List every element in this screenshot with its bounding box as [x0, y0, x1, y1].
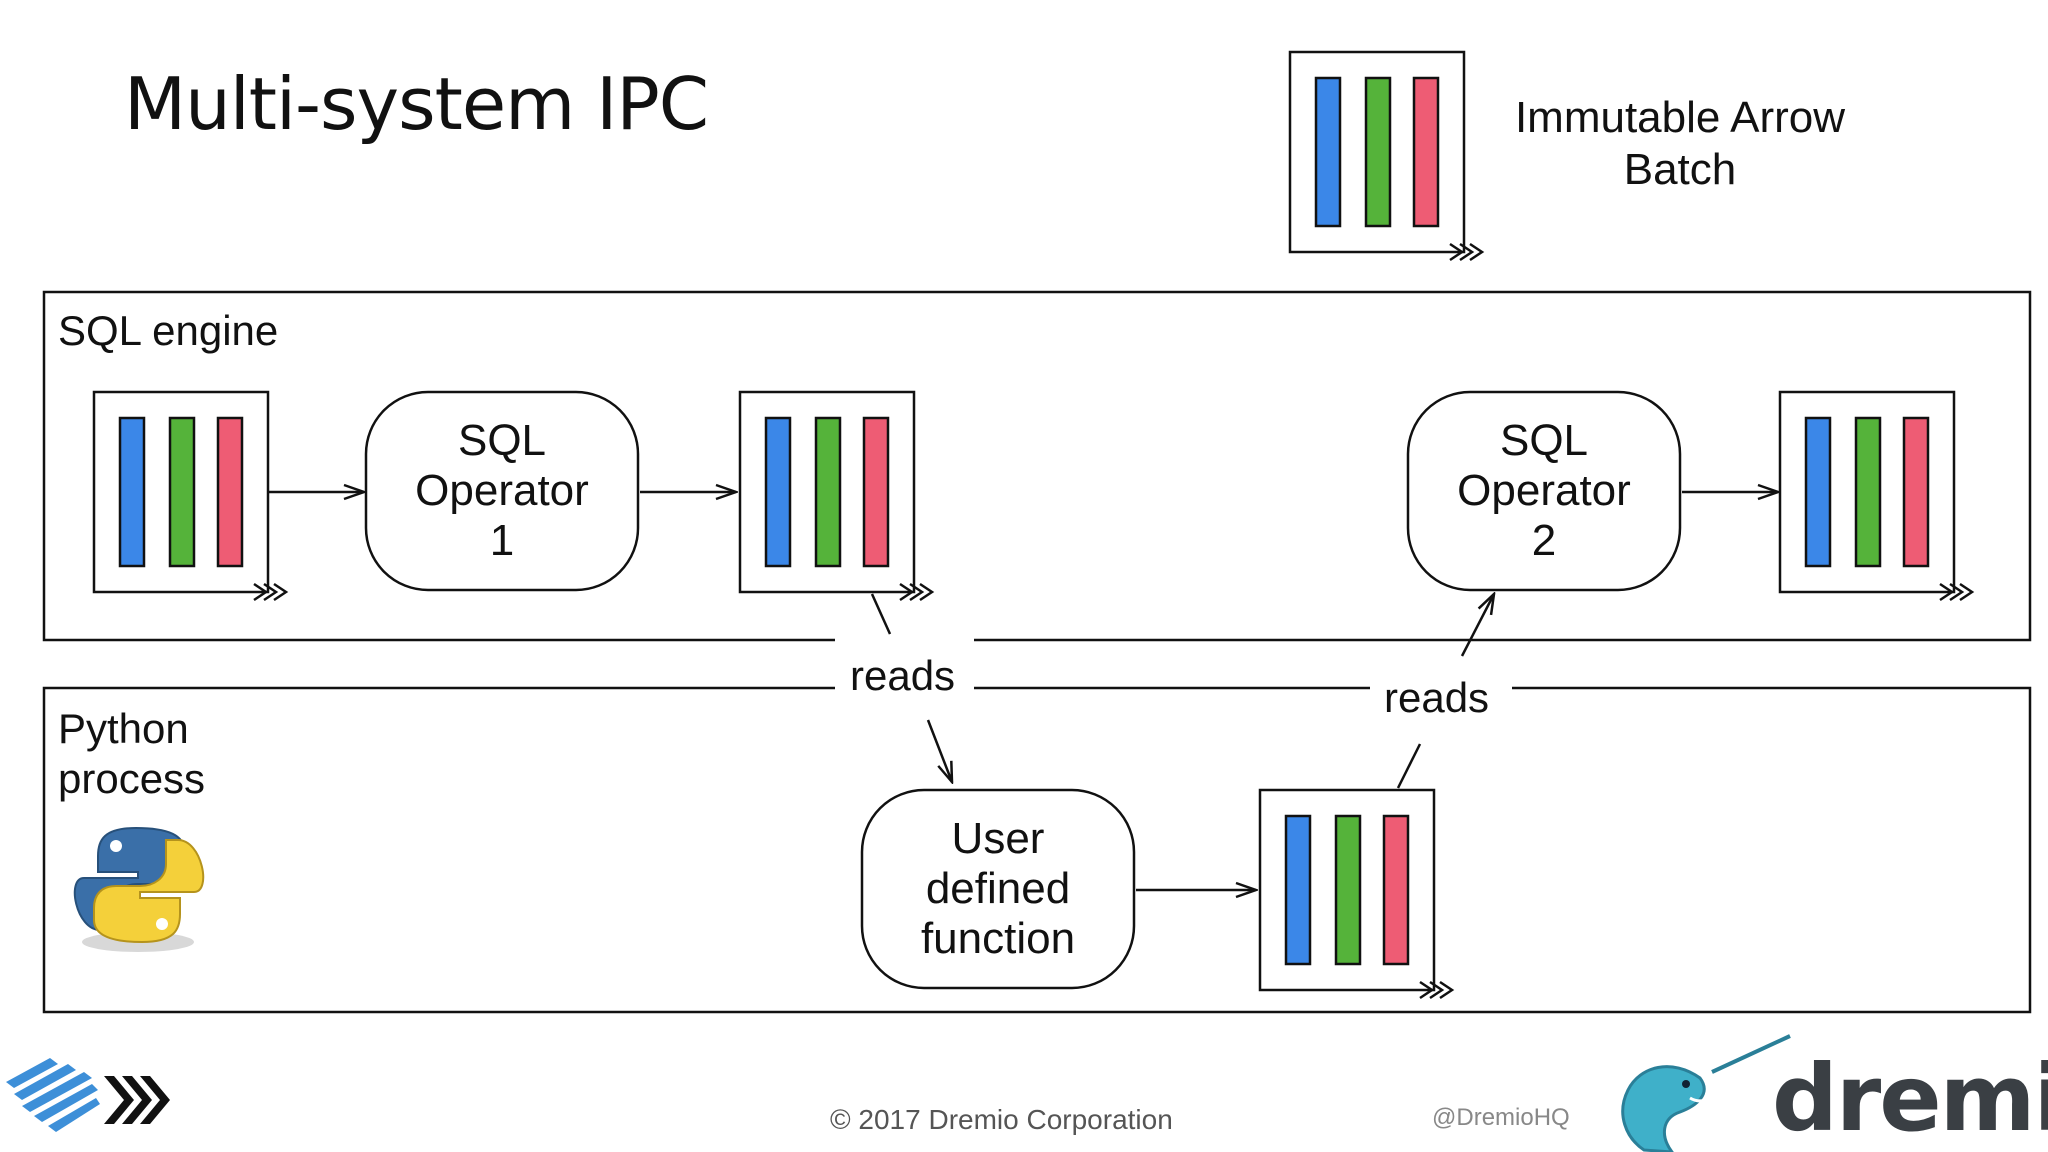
udf-shape — [860, 788, 1136, 990]
legend-label-line-1: Immutable Arrow — [1514, 93, 1846, 142]
udf-line-2: defined — [925, 864, 1071, 913]
reads-1-lower-arrow — [926, 719, 952, 782]
sql-operator-1-label: SQL Operator 1 — [366, 416, 638, 566]
slide-title: Multi-system IPC — [124, 62, 709, 146]
narwhal-icon — [1621, 1034, 1791, 1152]
sql-operator-2-line-1: SQL — [1499, 416, 1589, 465]
sql-operator-2-line-2: Operator — [1457, 466, 1631, 515]
reads-1-upper-line — [870, 593, 892, 635]
output-batch-icon — [1778, 390, 1974, 602]
sql-engine-label: SQL engine — [58, 307, 279, 354]
copyright-text: © 2017 Dremio Corporation — [830, 1104, 1173, 1135]
python-process-frame — [42, 686, 2032, 1014]
sql-operator-1-shape — [364, 390, 640, 592]
sql-operator-2-line-3: 2 — [1531, 516, 1557, 565]
python-process-label-line-1: Python — [58, 705, 189, 752]
triple-chevron-icon — [104, 1076, 170, 1124]
reads-2-lower-line — [1396, 743, 1422, 789]
udf-line-1: User — [951, 814, 1045, 863]
sql-operator-1-line-3: 1 — [489, 516, 515, 565]
reads-label-2: reads — [1376, 674, 1498, 722]
twitter-handle: @DremioHQ — [1432, 1104, 1570, 1131]
reads-2-upper-arrow — [1460, 594, 1494, 657]
brand-stripes-icon — [6, 1058, 100, 1132]
legend-label-line-2: Batch — [1623, 145, 1737, 194]
legend-label: Immutable Arrow Batch — [1480, 92, 1880, 196]
sql-operator-2-shape — [1406, 390, 1682, 592]
python-logo-icon — [73, 826, 205, 952]
intermediate-batch-icon — [738, 390, 934, 602]
python-process-label-line-2: process — [58, 755, 206, 802]
udf-output-batch-icon — [1258, 788, 1454, 1000]
legend-batch-icon — [1288, 50, 1484, 262]
input-batch-icon — [92, 390, 288, 602]
sql-operator-1-line-2: Operator — [415, 466, 589, 515]
dremio-wordmark: dremio — [1772, 1045, 2048, 1152]
sql-operator-2-label: SQL Operator 2 — [1408, 416, 1680, 566]
udf-label: User defined function — [862, 814, 1134, 964]
sql-engine-frame — [42, 290, 2032, 642]
python-process-label: Python process — [58, 704, 205, 804]
udf-line-3: function — [920, 914, 1076, 963]
reads-label-1: reads — [842, 652, 964, 700]
sql-operator-1-line-1: SQL — [457, 416, 547, 465]
